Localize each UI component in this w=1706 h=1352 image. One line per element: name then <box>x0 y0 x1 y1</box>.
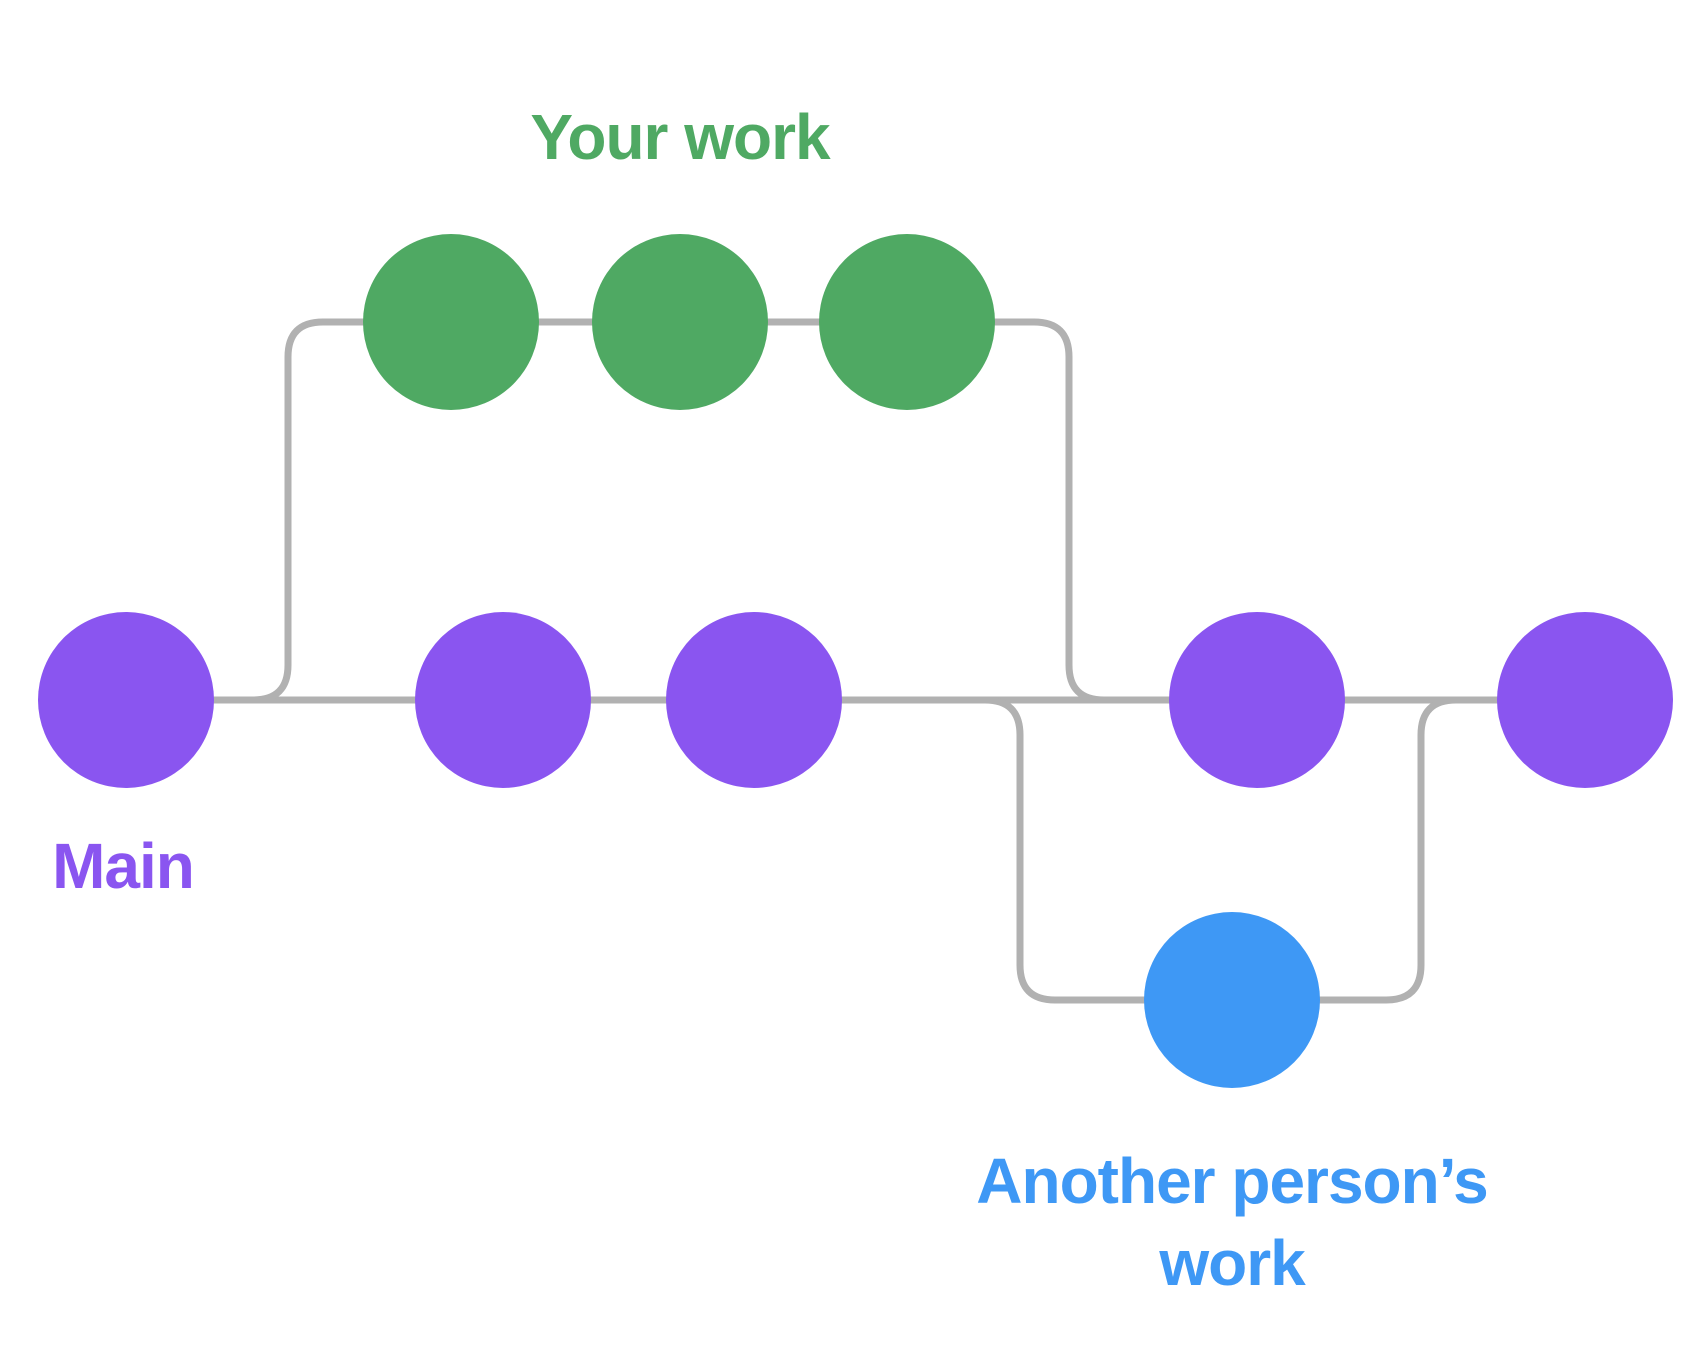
commit-node-main-2 <box>415 612 591 788</box>
main-label: Main <box>52 830 194 902</box>
commit-node-main-1 <box>38 612 214 788</box>
commit-node-your-work-2 <box>592 234 768 410</box>
another-person-label-line2: work <box>1158 1227 1306 1299</box>
commit-node-main-4 <box>1169 612 1345 788</box>
commit-node-main-3 <box>666 612 842 788</box>
commit-node-main-5 <box>1497 612 1673 788</box>
commit-node-your-work-1 <box>363 234 539 410</box>
commit-node-your-work-3 <box>819 234 995 410</box>
another-person-label-line1: Another person’s <box>976 1145 1487 1217</box>
commit-node-another-person-1 <box>1144 912 1320 1088</box>
your-work-label: Your work <box>530 101 831 173</box>
